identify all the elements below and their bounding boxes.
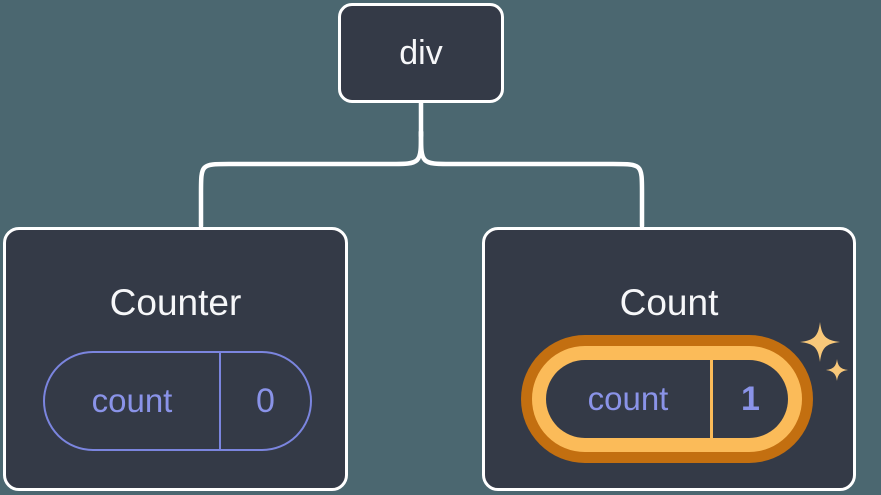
connector-right-branch bbox=[418, 129, 645, 229]
root-node-label: div bbox=[399, 33, 443, 72]
sparkle-large bbox=[800, 322, 840, 362]
tree-node-root: div bbox=[338, 3, 504, 103]
sparkle-small bbox=[826, 359, 848, 381]
node-title: Counter bbox=[109, 282, 242, 323]
state-pill: count 1 bbox=[546, 360, 788, 438]
state-value: 1 bbox=[741, 379, 760, 418]
state-pill-divider bbox=[219, 353, 221, 449]
state-pill-divider bbox=[710, 360, 713, 438]
highlighted-state-pill: count 1 bbox=[521, 335, 813, 463]
node-title: Count bbox=[619, 282, 719, 323]
sparkle-icon bbox=[800, 322, 848, 381]
state-pill: count 0 bbox=[43, 351, 312, 451]
state-key-label: count bbox=[91, 382, 173, 419]
connector-left-branch bbox=[198, 129, 424, 229]
highlight-ring: count 1 bbox=[532, 346, 802, 452]
tree-node-count: Count count 1 bbox=[482, 227, 856, 491]
state-key-label: count bbox=[587, 380, 669, 417]
tree-node-counter: Counter count 0 bbox=[3, 227, 348, 491]
state-value: 0 bbox=[256, 381, 275, 420]
